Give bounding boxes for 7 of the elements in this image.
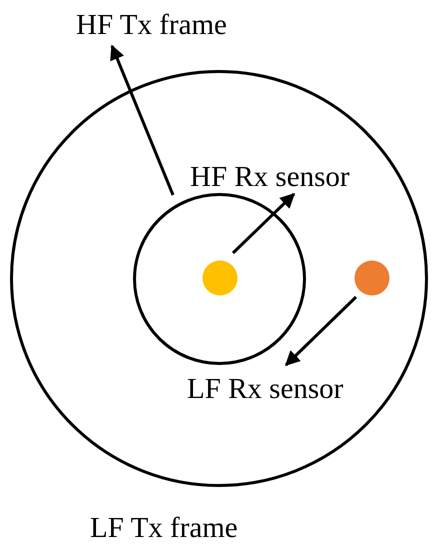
sensor-label: HF Rx sensor: [190, 161, 350, 193]
sensor-label: LF Rx sensor: [187, 373, 344, 405]
arrow: [284, 296, 358, 366]
arrow: [110, 44, 174, 196]
arrow: [232, 192, 296, 254]
frame-label: HF Tx frame: [76, 9, 227, 41]
frame-label: LF Tx frame: [90, 512, 238, 544]
